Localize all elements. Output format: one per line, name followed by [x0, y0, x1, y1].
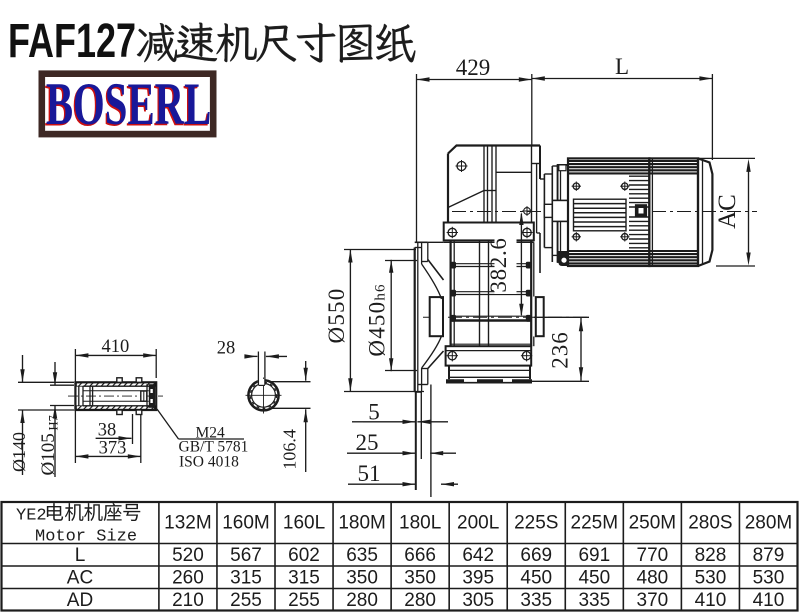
svg-text:520: 520 — [172, 545, 204, 566]
svg-text:635: 635 — [346, 545, 378, 566]
svg-text:280: 280 — [404, 590, 436, 611]
svg-text:770: 770 — [637, 545, 669, 566]
svg-text:L: L — [75, 545, 86, 566]
svg-text:M24: M24 — [196, 425, 226, 442]
svg-text:530: 530 — [753, 568, 785, 589]
svg-text:Ø105: Ø105 — [38, 433, 59, 475]
svg-text:669: 669 — [520, 545, 552, 566]
svg-text:ISO 4018: ISO 4018 — [179, 454, 239, 471]
svg-text:BOSERL: BOSERL — [46, 71, 212, 138]
svg-text:180L: 180L — [399, 513, 441, 534]
svg-text:350: 350 — [404, 568, 436, 589]
svg-text:225M: 225M — [571, 513, 619, 534]
svg-text:AC: AC — [67, 568, 93, 589]
svg-text:AD: AD — [67, 590, 93, 611]
svg-text:132M: 132M — [164, 513, 212, 534]
svg-text:450: 450 — [578, 568, 610, 589]
svg-text:260: 260 — [172, 568, 204, 589]
svg-text:335: 335 — [578, 590, 610, 611]
svg-text:255: 255 — [230, 590, 262, 611]
svg-text:BOSERL: BOSERL — [45, 73, 211, 140]
svg-text:530: 530 — [695, 568, 727, 589]
svg-text:370: 370 — [637, 590, 669, 611]
svg-text:FAF127: FAF127 — [8, 14, 136, 67]
svg-text:350: 350 — [346, 568, 378, 589]
svg-text:450: 450 — [520, 568, 552, 589]
svg-text:305: 305 — [462, 590, 494, 611]
svg-text:828: 828 — [695, 545, 727, 566]
svg-text:255: 255 — [288, 590, 320, 611]
svg-text:Motor Size: Motor Size — [35, 528, 137, 547]
svg-text:28: 28 — [217, 339, 236, 359]
svg-text:691: 691 — [578, 545, 610, 566]
svg-text:Ø550: Ø550 — [324, 288, 349, 344]
svg-text:410: 410 — [102, 337, 130, 357]
svg-text:L: L — [615, 54, 629, 79]
svg-text:180M: 180M — [338, 513, 386, 534]
svg-text:160L: 160L — [283, 513, 325, 534]
svg-text:225S: 225S — [514, 513, 558, 534]
svg-text:410: 410 — [753, 590, 785, 611]
svg-text:200L: 200L — [457, 513, 499, 534]
svg-text:373: 373 — [99, 439, 127, 459]
svg-text:315: 315 — [230, 568, 262, 589]
svg-text:429: 429 — [456, 55, 491, 80]
svg-text:5: 5 — [368, 400, 380, 425]
svg-text:280S: 280S — [688, 513, 732, 534]
svg-text:GB/T 5781: GB/T 5781 — [179, 439, 249, 456]
svg-text:236: 236 — [548, 331, 573, 369]
svg-text:666: 666 — [404, 545, 436, 566]
svg-text:395: 395 — [462, 568, 494, 589]
svg-text:382.6: 382.6 — [486, 237, 511, 292]
svg-text:280M: 280M — [745, 513, 793, 534]
svg-text:Ø450h6: Ø450h6 — [365, 283, 390, 356]
svg-text:160M: 160M — [222, 513, 270, 534]
svg-text:280: 280 — [346, 590, 378, 611]
svg-text:210: 210 — [172, 590, 204, 611]
svg-text:642: 642 — [462, 545, 494, 566]
svg-text:410: 410 — [695, 590, 727, 611]
svg-text:315: 315 — [288, 568, 320, 589]
svg-text:38: 38 — [98, 421, 117, 441]
svg-text:567: 567 — [230, 545, 262, 566]
svg-text:Ø140: Ø140 — [9, 432, 29, 472]
svg-text:335: 335 — [520, 590, 552, 611]
svg-text:51: 51 — [358, 461, 381, 486]
svg-text:250M: 250M — [629, 513, 677, 534]
svg-text:602: 602 — [288, 545, 320, 566]
svg-text:H7: H7 — [47, 415, 61, 430]
svg-text:879: 879 — [753, 545, 785, 566]
svg-text:YE2: YE2 — [16, 507, 47, 526]
svg-text:AC: AC — [714, 194, 741, 229]
svg-text:480: 480 — [637, 568, 669, 589]
svg-text:106.4: 106.4 — [279, 429, 299, 470]
svg-text:25: 25 — [356, 430, 379, 455]
